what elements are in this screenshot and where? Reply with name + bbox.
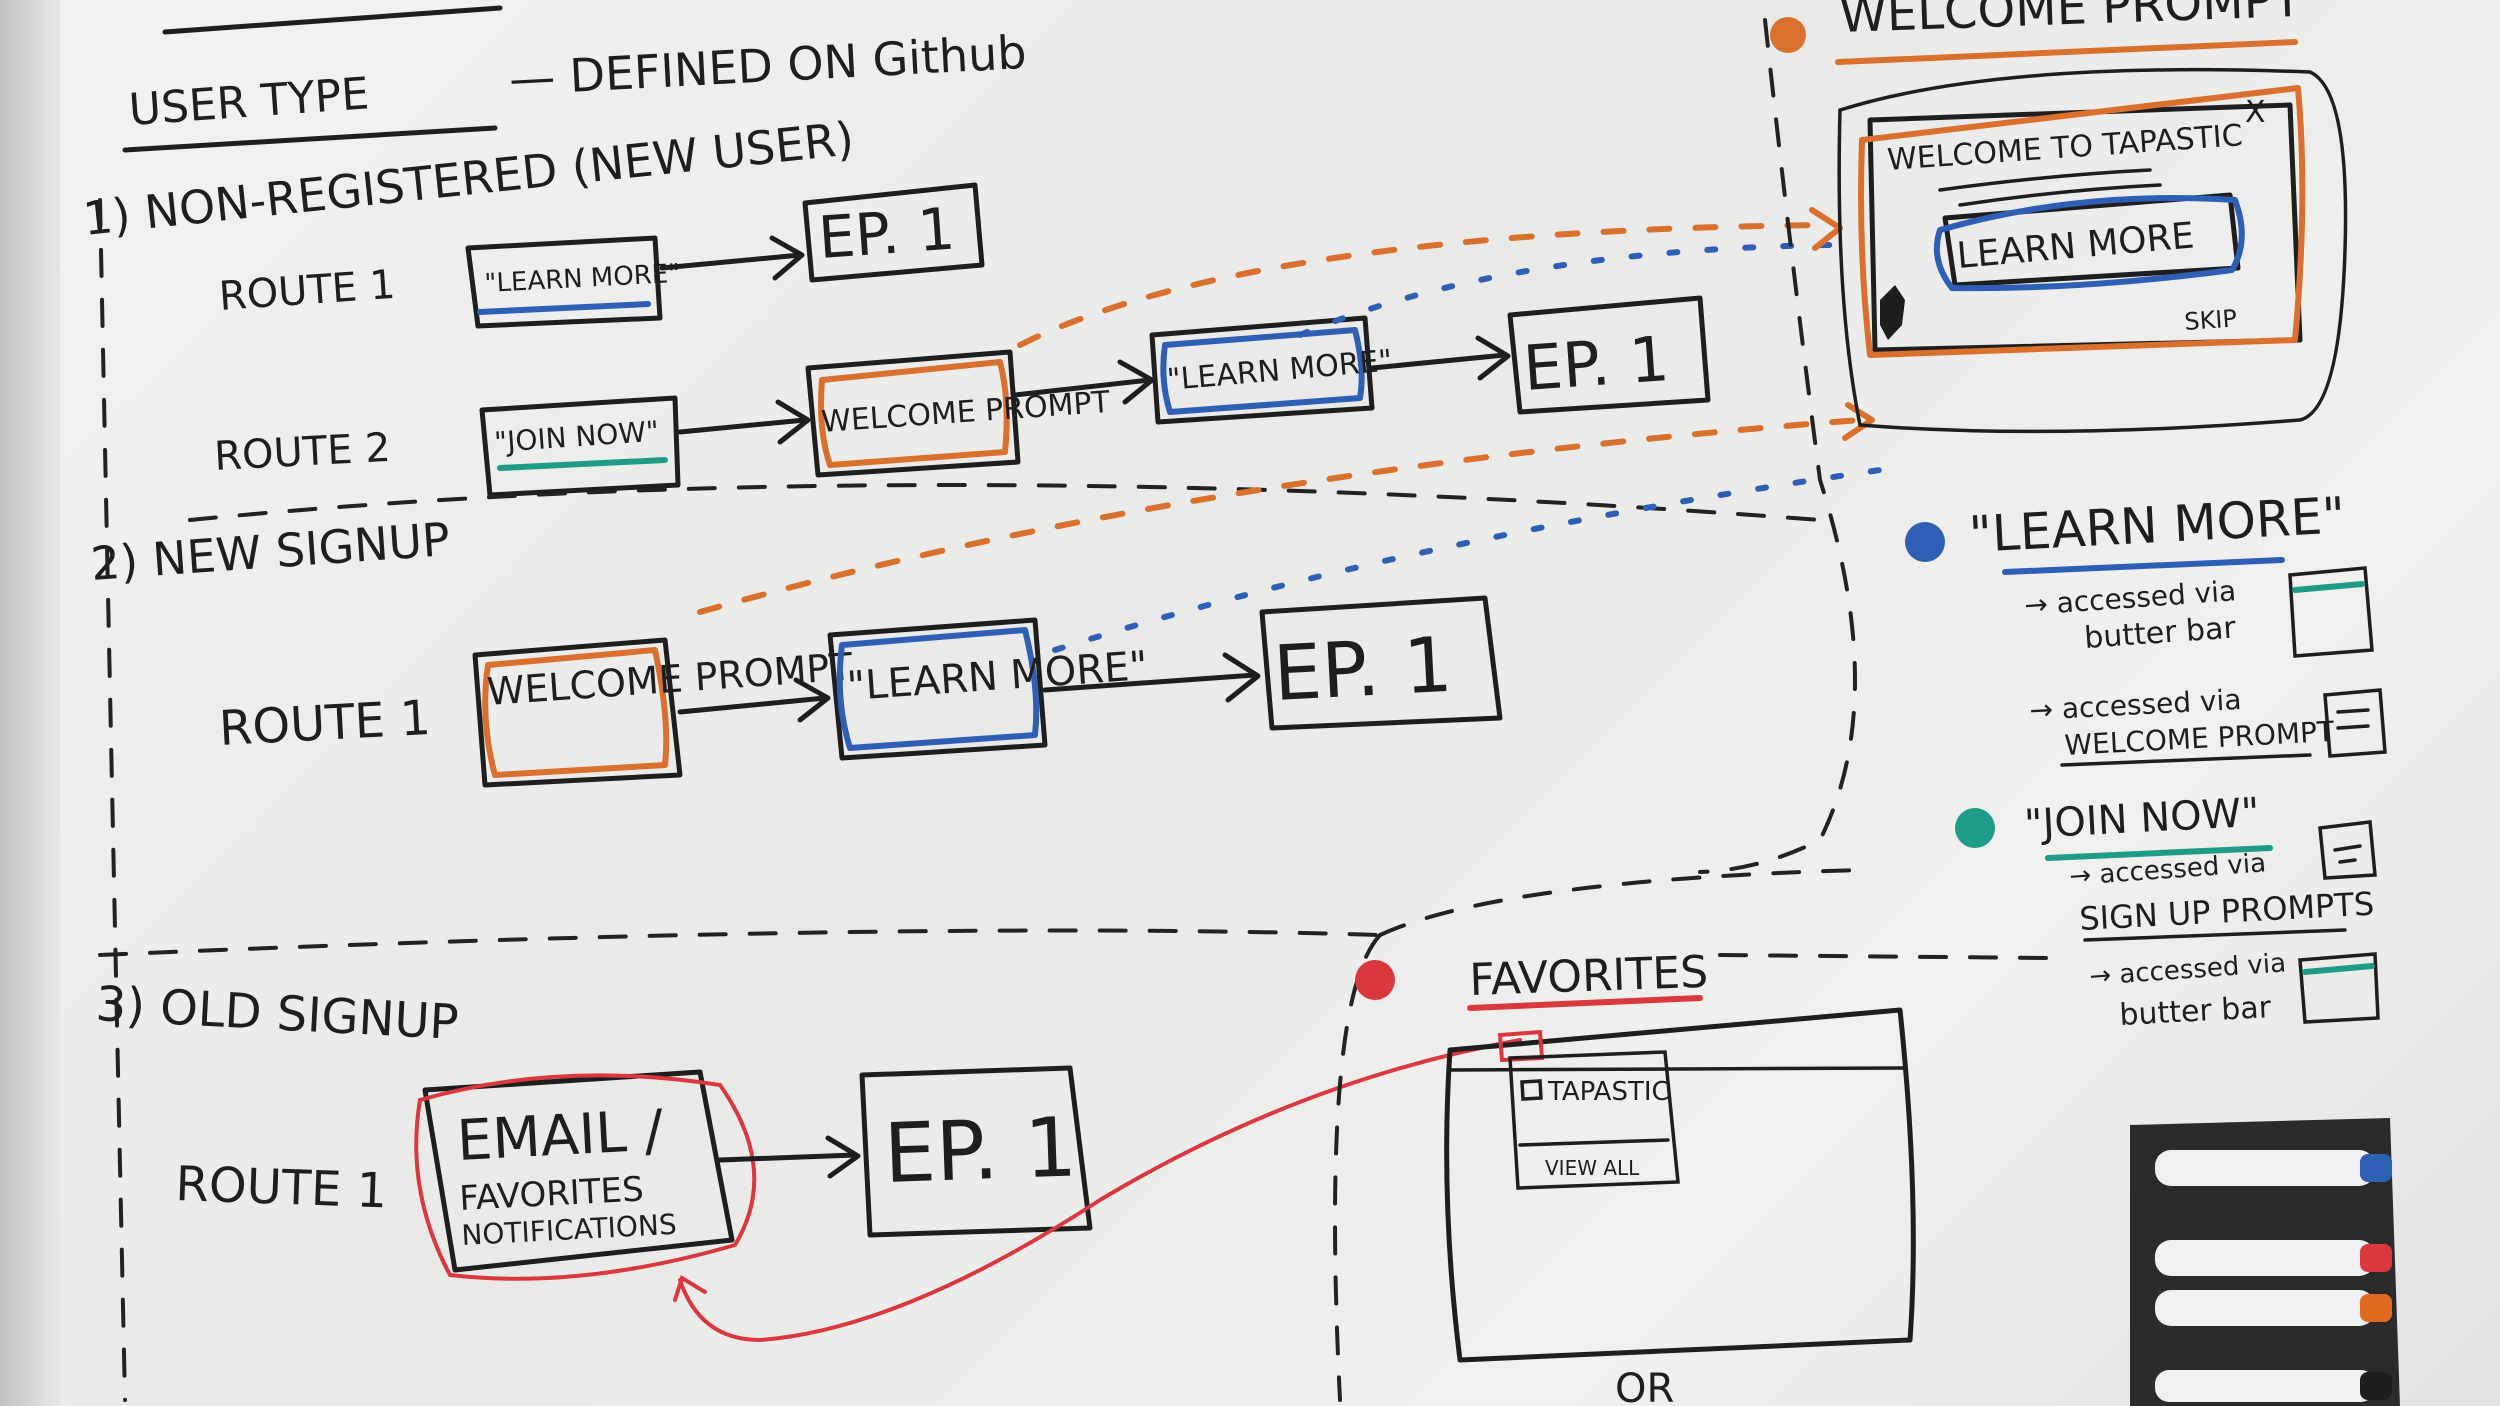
arrow-head bbox=[825, 1135, 861, 1179]
marker-tray bbox=[2130, 1118, 2400, 1406]
arrow bbox=[677, 695, 828, 715]
butter-bar-thumbnail-2 bbox=[2298, 952, 2380, 1024]
section-1-route-1-label: ROUTE 1 bbox=[217, 262, 396, 320]
s1-r2-ep1-text: EP. 1 bbox=[1521, 322, 1672, 405]
arrow-head bbox=[1117, 359, 1155, 405]
s2-r1-welcome-prompt-node: WELCOME PROMPT bbox=[472, 637, 855, 788]
arrow-head bbox=[793, 677, 831, 723]
s3-r1-ep1-text: EP. 1 bbox=[882, 1100, 1078, 1202]
arrow-head bbox=[1475, 335, 1511, 381]
s1-r1-ep1-node: EP. 1 bbox=[802, 182, 985, 283]
orange-connector bbox=[697, 417, 1863, 615]
legend-join-now-item-2a: → accessed via bbox=[2088, 948, 2287, 992]
blue-marker-dot bbox=[1905, 522, 1945, 562]
favorites-item-tapastic: TAPASTIC bbox=[1547, 1077, 1670, 1107]
teal-marker-dot bbox=[1955, 808, 1995, 848]
user-type-label: USER TYPE bbox=[127, 68, 371, 136]
arrow bbox=[659, 252, 803, 271]
welcome-dialog-text-lines bbox=[1938, 168, 2162, 207]
s2-r1-ep1-node: EP. 1 bbox=[1259, 595, 1503, 731]
section-3-route-1-label: ROUTE 1 bbox=[175, 1156, 389, 1219]
legend-join-now-title: "JOIN NOW" bbox=[2023, 790, 2261, 848]
welcome-dialog-close-icon: X bbox=[2245, 95, 2266, 130]
legend-learn-more-title: "LEARN MORE" bbox=[1968, 486, 2347, 564]
right-dashed-boundary bbox=[1698, 18, 1857, 874]
marker-black bbox=[2155, 1370, 2375, 1402]
butter-bar-thumbnail bbox=[2288, 566, 2374, 658]
section-divider bbox=[1378, 868, 1862, 937]
section-divider bbox=[98, 928, 1382, 957]
welcome-dialog-title: WELCOME TO TAPASTIC bbox=[1886, 118, 2244, 178]
favorites-dashed-boundary bbox=[1333, 933, 1382, 1402]
marker-red bbox=[2155, 1240, 2375, 1276]
s2-r1-learn-more-text: "LEARN MORE" bbox=[845, 643, 1149, 710]
s1-r2-ep1-node: EP. 1 bbox=[1507, 295, 1711, 415]
favorites-underline bbox=[1467, 995, 1703, 1011]
blue-connector bbox=[1297, 242, 1833, 338]
s1-r2-join-now-text: "JOIN NOW" bbox=[493, 415, 660, 459]
sign-up-prompt-thumbnail bbox=[2318, 820, 2377, 880]
section-divider bbox=[188, 483, 1822, 522]
legend-join-now-item-2b: butter bar bbox=[2119, 990, 2273, 1033]
s1-r1-ep1-text: EP. 1 bbox=[816, 195, 957, 272]
section-1-route-2-label: ROUTE 2 bbox=[213, 425, 392, 480]
welcome-prompt-thumbnail bbox=[2323, 688, 2387, 758]
section-3-title: 3) OLD SIGNUP bbox=[94, 976, 460, 1051]
section-2-title: 2) NEW SIGNUP bbox=[89, 512, 452, 591]
favorites-heading: FAVORITES bbox=[1469, 947, 1709, 1006]
legend-learn-more-item-1b: butter bar bbox=[2083, 610, 2237, 656]
s1-r1-learn-more-text: "LEARN MORE" bbox=[484, 259, 681, 299]
arrow bbox=[1012, 377, 1153, 398]
favorites-or-label: OR bbox=[1615, 1366, 1674, 1406]
section-divider bbox=[1718, 953, 2052, 960]
s3-r1-favorites-text: FAVORITES bbox=[458, 1169, 644, 1219]
welcome-learn-more-text: LEARN MORE bbox=[1955, 215, 2196, 277]
s1-r2-learn-more-node: "LEARN MORE" bbox=[1149, 315, 1394, 425]
welcome-prompt-heading: WELCOME PROMPT bbox=[1838, 0, 2303, 44]
red-marker-dot bbox=[1355, 960, 1395, 1000]
arrow-head bbox=[769, 235, 805, 281]
arrow bbox=[1369, 352, 1508, 371]
favorites-link-curve bbox=[678, 1038, 1522, 1343]
blue-connector bbox=[1052, 467, 1883, 653]
orange-marker-dot bbox=[1770, 17, 1806, 53]
favorites-view-all: VIEW ALL bbox=[1545, 1156, 1640, 1180]
s2-r1-learn-more-node: "LEARN MORE" bbox=[827, 617, 1149, 761]
favorites-link-arrowhead bbox=[673, 1274, 707, 1302]
s1-r2-welcome-prompt-text: WELCOME PROMPT bbox=[820, 385, 1112, 440]
s1-r2-welcome-prompt-node: WELCOME PROMPT bbox=[805, 349, 1112, 478]
left-dashed-guide bbox=[98, 198, 127, 1402]
s1-r1-learn-more-node: "LEARN MORE" bbox=[465, 235, 681, 329]
s1-r2-join-now-node: "JOIN NOW" bbox=[479, 395, 681, 498]
s3-r1-email-text: EMAIL / bbox=[455, 1098, 665, 1174]
orange-connector bbox=[1017, 222, 1833, 348]
whiteboard-frame bbox=[0, 0, 60, 1406]
legend-underline bbox=[2083, 928, 2347, 942]
legend-join-now-underline bbox=[2045, 845, 2273, 861]
s3-r1-email-node: EMAIL / FAVORITES NOTIFICATIONS bbox=[414, 1069, 757, 1281]
arrow-head bbox=[1222, 652, 1261, 703]
legend-underline bbox=[2060, 753, 2312, 767]
legend-learn-more-underline bbox=[2002, 557, 2285, 575]
s2-r1-ep1-text: EP. 1 bbox=[1271, 620, 1454, 718]
arrow bbox=[677, 417, 808, 435]
marker-orange bbox=[2155, 1290, 2375, 1326]
arrow bbox=[717, 1152, 858, 1163]
mascot-icon bbox=[1880, 285, 1905, 340]
section-2-route-1-label: ROUTE 1 bbox=[218, 690, 432, 757]
s3-r1-ep1-node: EP. 1 bbox=[859, 1065, 1093, 1238]
marker-blue bbox=[2155, 1150, 2375, 1186]
welcome-prompt-mockup: WELCOME TO TAPASTIC X LEARN MORE SKIP bbox=[1837, 67, 2348, 434]
arrow bbox=[1042, 672, 1258, 693]
welcome-learn-more-button: LEARN MORE bbox=[1933, 192, 2245, 292]
orange-arrowhead bbox=[1809, 207, 1843, 251]
favorites-mockup: TAPASTIC VIEW ALL bbox=[1444, 1007, 1916, 1363]
welcome-skip-link: SKIP bbox=[2183, 304, 2237, 336]
welcome-heading-underline bbox=[1835, 39, 2298, 65]
user-type-underline bbox=[122, 125, 498, 153]
defined-on-label: — DEFINED ON Github bbox=[508, 25, 1028, 106]
top-scribble bbox=[162, 5, 503, 35]
arrow-head bbox=[775, 399, 811, 445]
